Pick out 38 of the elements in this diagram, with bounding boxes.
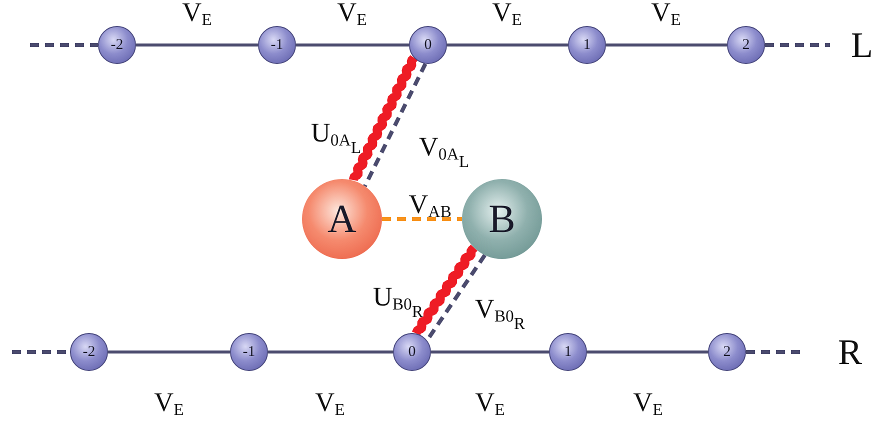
impurity-sphere: B [462, 179, 542, 259]
dashed-line [765, 43, 830, 47]
edge-label: V$_{E}$ [651, 0, 681, 29]
impurity-sphere: A [302, 179, 382, 259]
chain-label: L [851, 27, 873, 63]
edge-label: V$_{AB}$ [408, 191, 452, 221]
line [296, 44, 409, 46]
lattice-site-circle: -1 [230, 333, 268, 371]
lattice-site-circle: 0 [393, 333, 431, 371]
edge-label: V$_{E}$ [475, 389, 505, 419]
line [431, 350, 549, 354]
edge-label: V$_{E}$ [315, 389, 345, 419]
edge-label: V$_{E}$ [182, 0, 212, 29]
lattice-site-circle: 2 [727, 26, 765, 64]
dashed-line [382, 217, 462, 221]
dashed-line [363, 62, 428, 188]
lattice-site-circle: 1 [568, 26, 606, 64]
line [268, 350, 393, 354]
line [587, 350, 708, 354]
edge-label: V$_{E}$ [337, 0, 367, 29]
lattice-site-circle: -2 [70, 333, 108, 371]
dashed-line [746, 350, 800, 354]
dashed-line [30, 43, 98, 47]
line [108, 350, 230, 354]
line [136, 44, 258, 46]
lattice-site-circle: 0 [409, 26, 447, 64]
edge-label: V$_{E}$ [154, 389, 184, 419]
chain-label: R [838, 334, 862, 370]
lattice-site-circle: -1 [258, 26, 296, 64]
line [447, 44, 568, 46]
lattice-site-circle: 2 [708, 333, 746, 371]
wavy-line [412, 244, 478, 336]
lattice-site-circle: -2 [98, 26, 136, 64]
line [606, 44, 727, 46]
wavy-line [348, 54, 418, 183]
edge-label: V$_{E}$ [633, 389, 663, 419]
lattice-site-circle: 1 [549, 333, 587, 371]
edge-label: V$_{E}$ [492, 0, 522, 29]
